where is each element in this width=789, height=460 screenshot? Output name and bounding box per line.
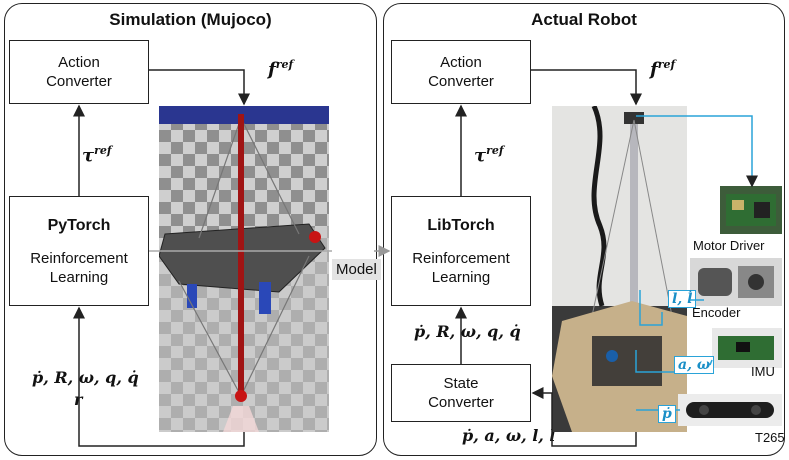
robot-tau-ref-label: τref — [474, 144, 504, 166]
encoder-label: Encoder — [692, 305, 741, 320]
state-converter-label: State Converter — [428, 375, 494, 411]
tag-l-ldot: l, l̇ — [668, 290, 697, 308]
robot-action-converter-label: Action Converter — [428, 54, 494, 90]
tag-p-dot: ṗ — [658, 405, 676, 423]
mujoco-scene-svg — [159, 106, 329, 432]
robot-rod — [630, 116, 638, 326]
state-converter-box: State Converter — [391, 364, 531, 422]
sim-rl-box: PyTorch Reinforcement Learning — [9, 196, 149, 306]
sim-tau-ref-label: τref — [82, 144, 112, 166]
robot-f-sup: ref — [657, 58, 676, 71]
sim-f-sup: ref — [275, 58, 294, 71]
sim-rl-text: Reinforcement Learning — [30, 249, 128, 286]
motor-driver-image — [720, 186, 782, 234]
robot-tau-sup: ref — [486, 144, 504, 157]
imu-label: IMU — [751, 364, 775, 379]
robot-obs-line: ṗ, R, ω, q, q̇ — [414, 322, 521, 341]
robot-rl-framework: LibTorch — [427, 216, 495, 234]
sim-f-symbol: f — [268, 59, 276, 80]
encoder-image — [690, 258, 782, 306]
t265-image — [678, 394, 782, 426]
robot-tau-symbol: τ — [474, 145, 487, 166]
sim-state-feedback-arrow — [73, 306, 245, 447]
robot-sensor-feedback-arrow — [531, 387, 637, 447]
mujoco-sim-render — [159, 106, 329, 432]
sim-tau-symbol: τ — [82, 145, 95, 166]
sim-tau-sup: ref — [94, 144, 112, 157]
sim-state-line2: r — [74, 390, 83, 409]
t265-label: T265 — [755, 430, 785, 445]
callout-encoder — [639, 290, 663, 326]
callout-imu — [635, 350, 674, 373]
sim-state-line1: ṗ, R, ω, q, q̇ — [32, 368, 139, 387]
sim-action-converter-label: Action Converter — [46, 54, 112, 90]
robot-sensor-line: ṗ, a, ω, l, l̇ — [462, 426, 556, 445]
sim-action-converter-box: Action Converter — [9, 40, 149, 104]
motor-driver-label: Motor Driver — [693, 238, 765, 253]
robot-f-symbol: f — [650, 59, 658, 80]
sim-f-ref-label: fref — [268, 58, 293, 80]
simulation-title: Simulation (Mujoco) — [109, 10, 272, 29]
model-transfer-label: Model — [332, 259, 381, 280]
tag-a-omega: a, ω — [674, 356, 715, 374]
robot-f-ref-label: fref — [650, 58, 675, 80]
imu-image — [712, 328, 782, 368]
sim-action-to-sim-arrow — [149, 69, 250, 106]
robot-action-to-robot-arrow — [531, 69, 642, 106]
sim-rod — [238, 114, 244, 398]
robot-rl-text: Reinforcement Learning — [412, 249, 510, 286]
robot-rl-box: LibTorch Reinforcement Learning — [391, 196, 531, 306]
callout-motor-driver — [636, 115, 758, 188]
robot-action-converter-box: Action Converter — [391, 40, 531, 104]
robot-title: Actual Robot — [531, 10, 637, 29]
sim-rl-framework: PyTorch — [47, 216, 111, 234]
